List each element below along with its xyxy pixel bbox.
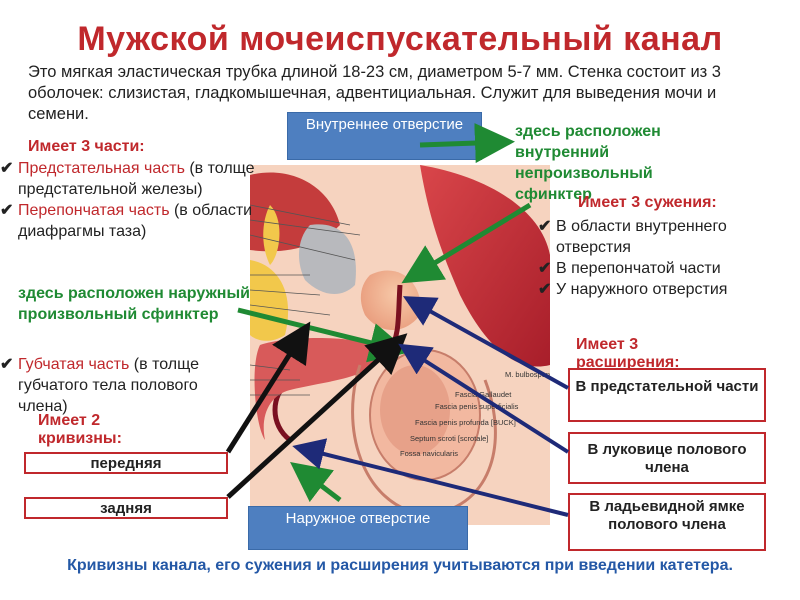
widening-box-bulb: В луковице полового члена xyxy=(568,432,766,484)
list-item: ✔В перепончатой части xyxy=(538,260,721,277)
arrow-posterior-curvature xyxy=(226,333,408,499)
curvatures-heading: Имеет 2 кривизны: xyxy=(38,412,122,447)
widening-box-prostatic: В предстательной части xyxy=(568,368,766,422)
internal-opening-box: Внутреннее отверстие xyxy=(287,112,482,160)
arrow-external-sphincter xyxy=(237,307,410,363)
arrow-internal-opening xyxy=(419,123,515,164)
internal-sphincter-note: здесь расположен внутренний непроизвольн… xyxy=(515,123,661,203)
external-opening-box: Наружное отверстие xyxy=(248,506,468,550)
arrow-widening-prostatic xyxy=(403,296,569,390)
check-icon: ✔ xyxy=(538,218,552,235)
list-item: ✔В области внутреннего отверстия xyxy=(538,218,727,256)
arrow-anterior-curvature xyxy=(225,321,311,454)
external-opening-label: Наружное отверстие xyxy=(285,510,431,527)
list-item: ✔ Губчатая часть (в толще губчатого тела… xyxy=(0,356,199,415)
check-icon: ✔ xyxy=(0,356,14,373)
parts-list: ✔ Предстательная часть (в толще предстат… xyxy=(0,158,270,242)
figure-label: M. bulbospongiosus xyxy=(505,370,550,379)
check-icon: ✔ xyxy=(538,281,552,298)
intro-text: Это мягкая эластическая трубка длиной 18… xyxy=(28,63,721,123)
check-icon: ✔ xyxy=(0,202,14,219)
narrowings-list: ✔В области внутреннего отверстия ✔В пере… xyxy=(538,216,788,300)
widening-box-fossa: В ладьевидной ямке полового члена xyxy=(568,493,766,551)
curvature-box-anterior: передняя xyxy=(24,452,228,474)
page-title: Мужской мочеиспускательный канал xyxy=(77,20,723,58)
narrowings-heading: Имеет 3 сужения: xyxy=(578,194,717,211)
check-icon: ✔ xyxy=(538,260,552,277)
figure-label: Fascia penis superficialis xyxy=(435,402,519,411)
parts-list-continued: ✔ Губчатая часть (в толще губчатого тела… xyxy=(0,354,250,417)
external-sphincter-note: здесь расположен наружный произвольный с… xyxy=(18,285,250,323)
list-item: ✔У наружного отверстия xyxy=(538,281,728,298)
figure-label: Fascia penis profunda [BUCK] xyxy=(415,418,516,427)
arrow-internal-sphincter xyxy=(401,202,532,284)
arrow-widening-bulb xyxy=(398,343,570,454)
figure-label: Septum scroti [scrotale] xyxy=(410,434,488,443)
list-item: ✔ Предстательная часть (в толще предстат… xyxy=(0,160,255,198)
parts-heading: Имеет 3 части: xyxy=(28,138,145,155)
footer-note: Кривизны канала, его сужения и расширени… xyxy=(67,557,733,574)
widenings-heading: Имеет 3 расширения: xyxy=(576,336,680,371)
arrow-external-opening xyxy=(290,461,342,503)
arrow-widening-fossa xyxy=(292,438,569,517)
check-icon: ✔ xyxy=(0,160,14,177)
figure-label: Fascia Gallaudet xyxy=(455,390,512,399)
internal-opening-label: Внутреннее отверстие xyxy=(305,116,464,133)
figure-label: Fossa navicularis xyxy=(400,449,458,458)
list-item: ✔ Перепончатая часть (в области диафрагм… xyxy=(0,202,253,240)
curvature-box-posterior: задняя xyxy=(24,497,228,519)
